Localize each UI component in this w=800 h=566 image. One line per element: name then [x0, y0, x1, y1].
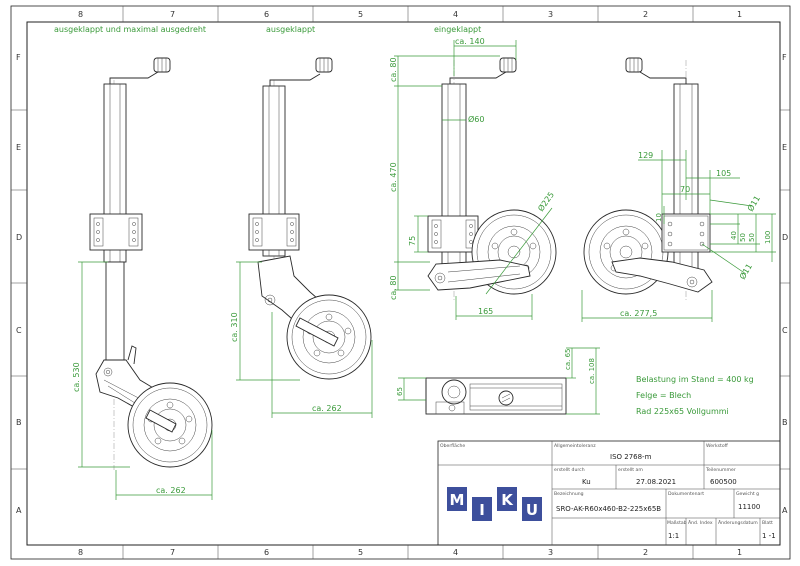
tb-tolerance-value: ISO 2768-m [610, 453, 652, 461]
dim-v3-height: ca. 470 [389, 162, 398, 192]
grid-col-label: 5 [358, 10, 363, 19]
dim-v3-width: 165 [478, 307, 493, 316]
tb-designation-value: SRO-AK-R60x460-B2-225x65B [556, 505, 661, 513]
tb-sheet-value: 1 -1 [762, 532, 776, 540]
miku-logo: M I K U [447, 487, 542, 521]
grid-col-label: 1 [737, 10, 742, 19]
tb-designation-label: Bezeichnung [554, 491, 584, 497]
grid-row-label: A [16, 506, 22, 515]
inner-frame [26, 21, 781, 546]
grid-col-label: 6 [264, 548, 269, 557]
grid-col-label: 4 [453, 10, 458, 19]
tb-scale-label: Maßstab [667, 520, 687, 526]
grid-col-label: 1 [737, 548, 742, 557]
grid-row-label: F [16, 53, 21, 62]
view-extended-rotated: ca. 530 ca. 262 [72, 57, 213, 500]
tb-weight-label: Gewicht g [736, 491, 759, 497]
dim-v1-height: ca. 530 [72, 362, 81, 392]
grid-row-label: E [782, 143, 787, 152]
tb-date-label: erstellt am [618, 467, 643, 473]
dim-v3-crank: ca. 140 [455, 37, 485, 46]
dim-v4-100: 100 [764, 231, 772, 244]
dim-v4-50: 50 [739, 233, 747, 242]
grid-col-label: 2 [643, 548, 648, 557]
grid-col-label: 4 [453, 548, 458, 557]
dim-v4-width: ca. 277,5 [620, 309, 657, 318]
outer-frame [10, 5, 791, 560]
grid-row-label: F [782, 53, 787, 62]
tb-doctype-label: Dokumentenart [668, 491, 704, 497]
svg-text:K: K [501, 491, 514, 509]
grid-row-label: C [782, 326, 788, 335]
tb-tolerance-label: Allgemeintoleranz [554, 443, 596, 449]
grid-column-labels: 8 7 6 5 4 3 2 1 8 7 6 5 4 3 2 1 [78, 10, 742, 557]
grid-row-label: D [782, 233, 788, 242]
grid-row-label: C [16, 326, 22, 335]
tb-material-label: Werkstoff [706, 443, 729, 449]
svg-text:I: I [479, 501, 485, 519]
grid-col-label: 6 [264, 10, 269, 19]
dim-v4-50b: 50 [748, 233, 756, 242]
grid-col-label: 7 [170, 10, 175, 19]
dim-v2-width: ca. 262 [312, 404, 342, 413]
tb-surface-label: Oberfläche [440, 443, 465, 449]
dim-v3-wheel-diameter: Ø225 [535, 190, 556, 213]
view-title-folded: eingeklappt [434, 25, 481, 34]
note-wheel: Rad 225x65 Vollgummi [636, 407, 729, 416]
grid-col-label: 7 [170, 548, 175, 557]
view-title-extended-rotated: ausgeklappt und maximal ausgedreht [54, 25, 206, 34]
tb-part-no-label: Teilenummer [705, 467, 736, 473]
dim-v4-hole-bottom: Ø11 [737, 262, 754, 281]
grid-col-label: 3 [548, 548, 553, 557]
grid-col-label: 2 [643, 10, 648, 19]
grid-row-label: B [16, 418, 22, 427]
tb-weight-value: 11100 [738, 503, 760, 511]
view-folded: ca. 140 ca. 80 ca. 470 ca. 80 75 Ø60 Ø22… [389, 37, 557, 320]
tb-scale-value: 1:1 [668, 532, 679, 540]
grid-col-label: 3 [548, 10, 553, 19]
view-title-extended: ausgeklappt [266, 25, 315, 34]
view-top: ca. 65 ca. 108 65 [396, 347, 600, 415]
note-rim: Felge = Blech [636, 391, 691, 400]
dim-v1-width: ca. 262 [156, 486, 186, 495]
dim-v4-70: 70 [680, 185, 690, 194]
dim-v2-height: ca. 310 [230, 312, 239, 342]
tb-sheet-label: Blatt [762, 520, 773, 526]
tb-author-value: Ku [582, 478, 591, 486]
grid-row-label: A [782, 506, 788, 515]
dim-v4-40: 40 [730, 231, 738, 240]
dim-v3-bottom: ca. 80 [389, 275, 398, 300]
dim-v4-hole-top: Ø11 [745, 194, 762, 213]
notes: Belastung im Stand = 400 kg Felge = Blec… [636, 375, 754, 416]
grid-col-label: 5 [358, 548, 363, 557]
tb-part-no-value: 600500 [710, 478, 737, 486]
dim-v4-10: 10 [655, 213, 663, 222]
tb-change-index-label: Änd. Index [688, 519, 713, 526]
dim-v4-129: 129 [638, 151, 653, 160]
tb-change-date-label: Änderungsdatum [718, 519, 758, 526]
tb-date-value: 27.08.2021 [636, 478, 676, 486]
dim-v5-side: 65 [396, 387, 404, 396]
tb-author-label: erstellt durch [554, 467, 585, 473]
grid-dividers [11, 6, 790, 559]
dim-v5-108: ca. 108 [588, 358, 596, 384]
note-load: Belastung im Stand = 400 kg [636, 375, 754, 384]
svg-text:M: M [450, 491, 465, 509]
dim-v4-105: 105 [716, 169, 731, 178]
grid-row-label: D [16, 233, 22, 242]
grid-col-label: 8 [78, 10, 83, 19]
svg-text:U: U [526, 501, 538, 519]
grid-col-label: 8 [78, 548, 83, 557]
grid-row-label: E [16, 143, 21, 152]
dim-v3-clamp: 75 [408, 236, 417, 246]
dim-v5-65: ca. 65 [564, 349, 572, 371]
dim-v3-tube-diameter: Ø60 [468, 114, 484, 124]
view-extended: ca. 310 ca. 262 [230, 57, 373, 418]
grid-row-label: B [782, 418, 788, 427]
view-front: 129 105 70 Ø11 Ø11 10 40 50 50 100 ca. 2… [581, 57, 776, 322]
grid-row-labels: F E D C B A F E D C B A [16, 53, 788, 515]
title-block: M I K U Oberfläche Allgemeintoleranz ISO… [437, 440, 781, 546]
dim-v3-top: ca. 80 [389, 57, 398, 82]
